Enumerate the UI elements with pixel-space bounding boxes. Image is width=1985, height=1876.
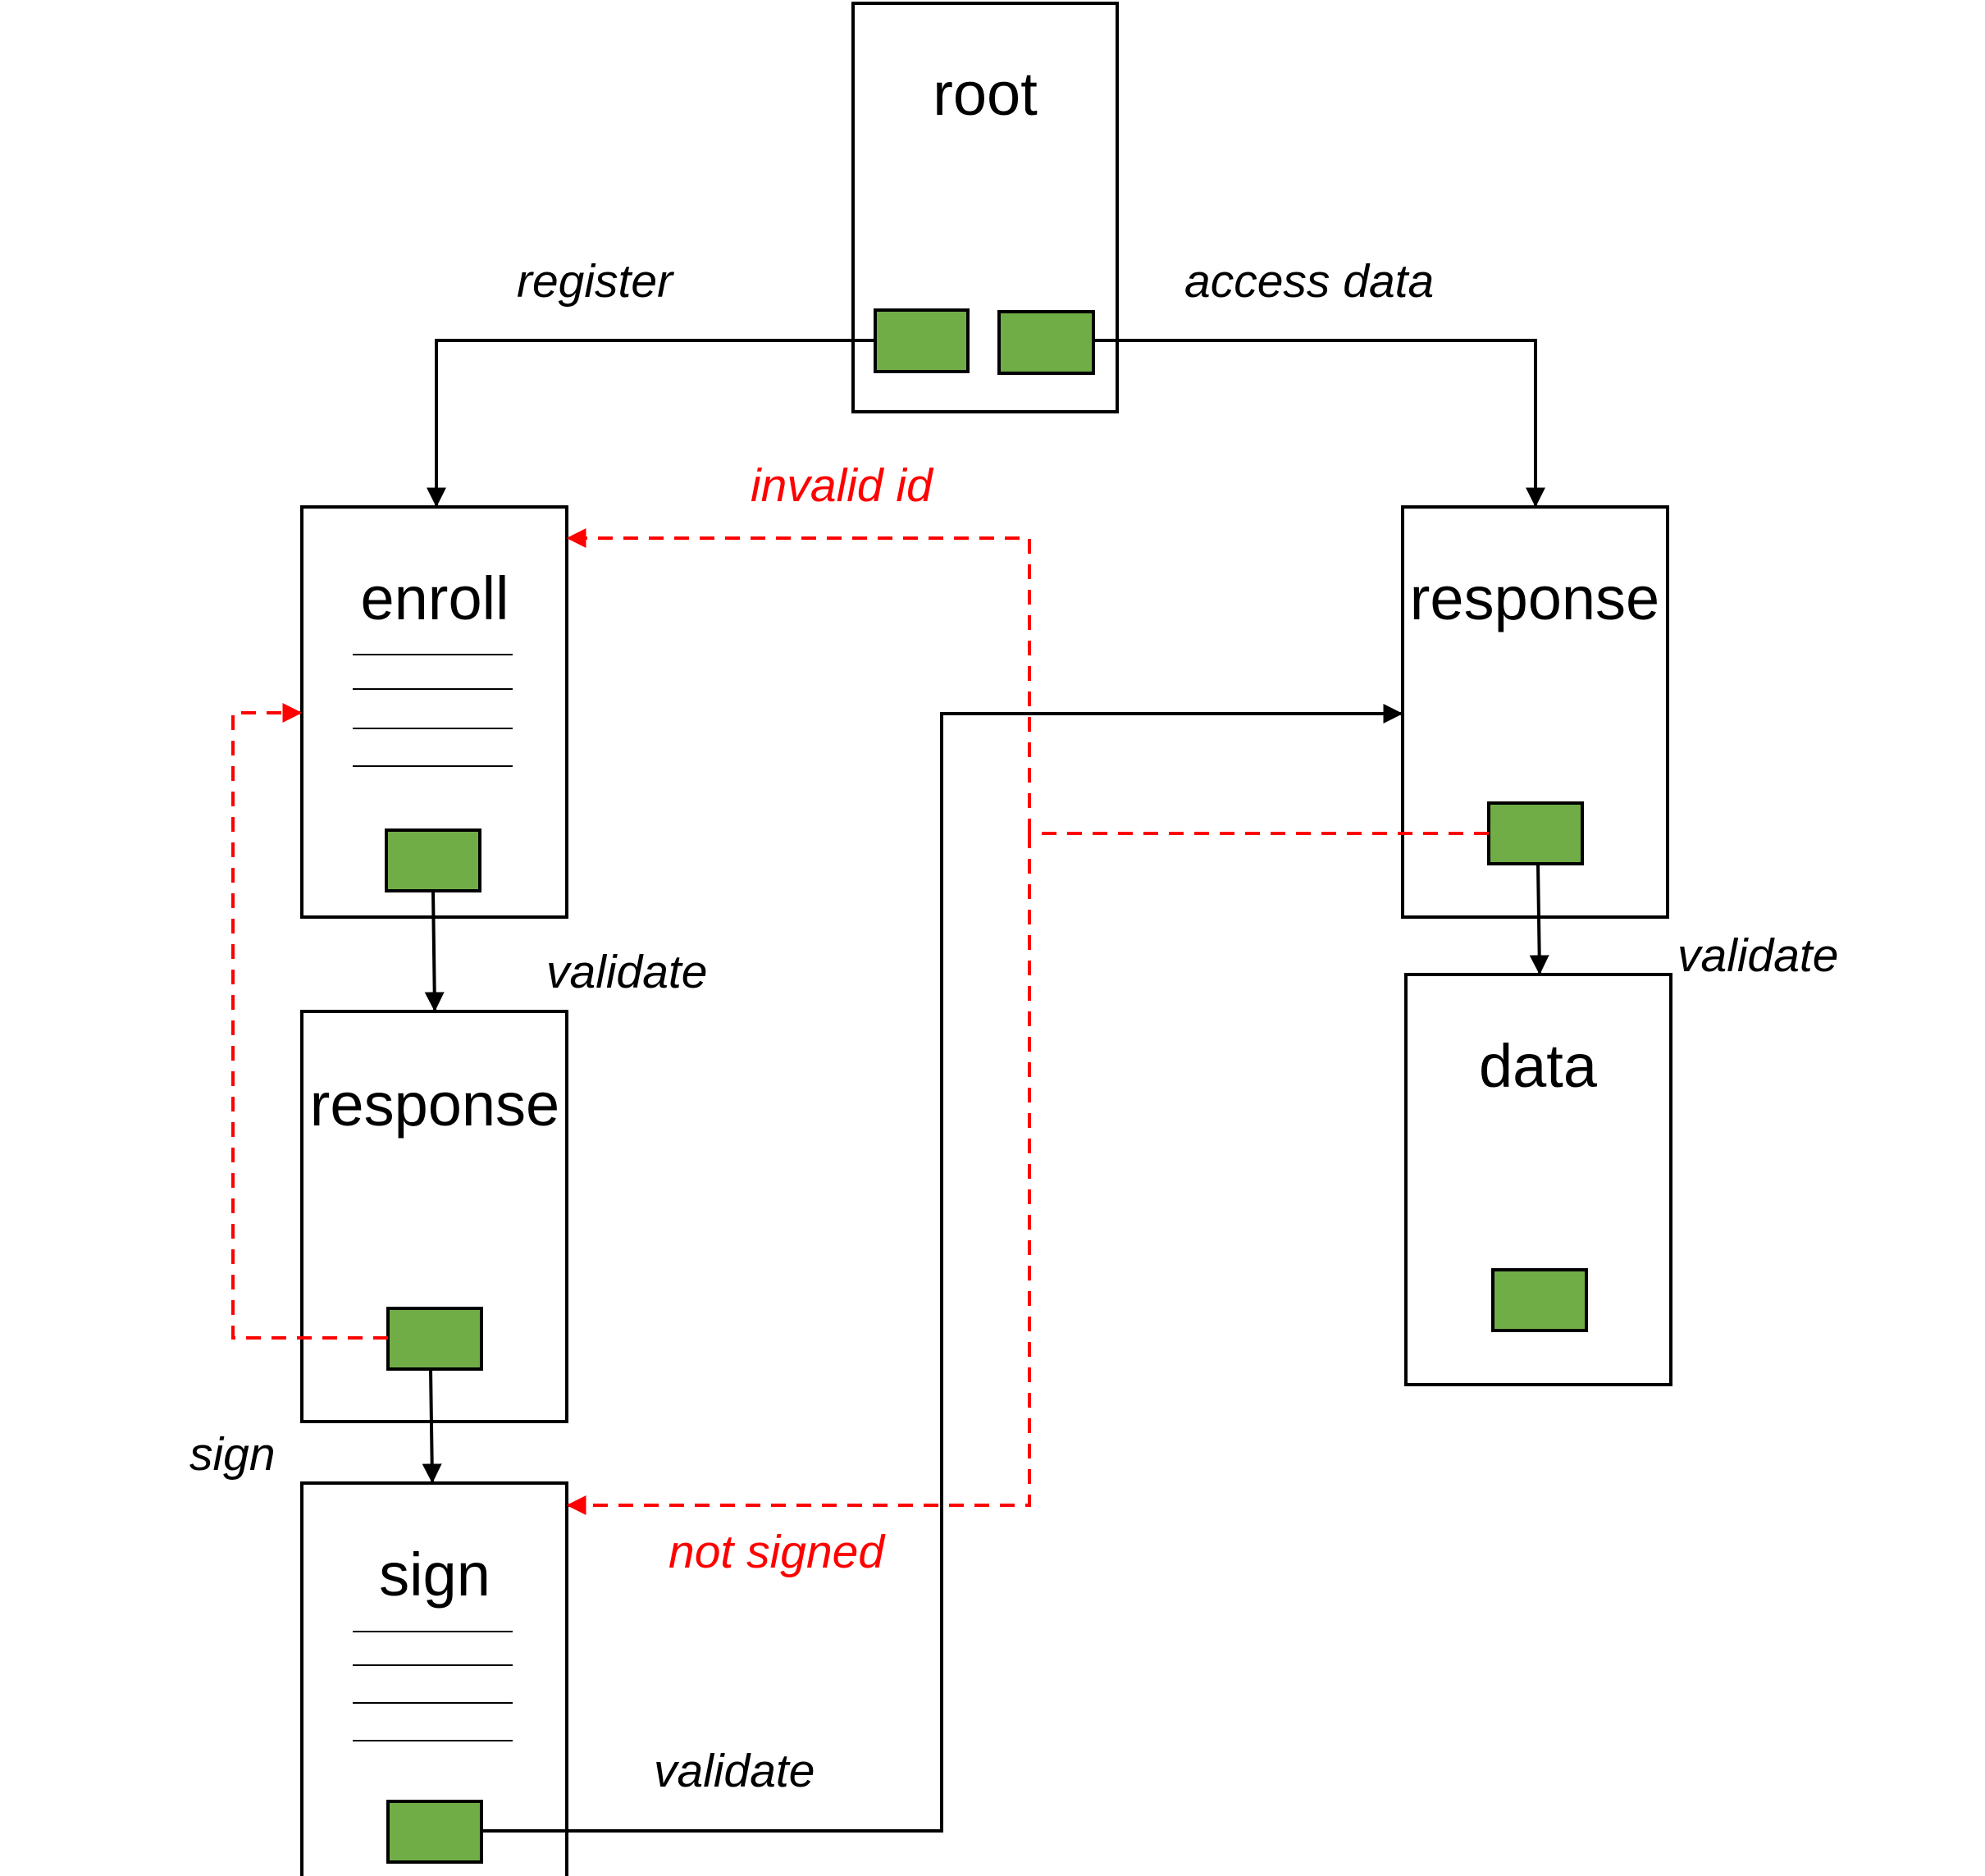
invalid-id-label: invalid id <box>751 459 934 512</box>
node-enroll: enroll <box>300 505 568 919</box>
root-title: root <box>933 60 1038 128</box>
sign-title: sign <box>379 1541 491 1609</box>
sign-edge <box>422 1368 442 1484</box>
response-right-port <box>1487 801 1584 865</box>
node-data: data <box>1404 973 1672 1386</box>
enroll-port <box>385 828 481 892</box>
not-signed-label: not signed <box>669 1526 886 1578</box>
invalid-id-edge <box>566 528 1031 833</box>
sign-label: sign <box>189 1428 276 1481</box>
node-response-left: response <box>300 1010 568 1423</box>
register-label: register <box>517 255 674 308</box>
validate-response-edge <box>1529 863 1549 975</box>
data-port <box>1491 1268 1588 1332</box>
data-title: data <box>1479 1032 1598 1100</box>
validate-response-label: validate <box>1677 929 1838 982</box>
register-edge <box>427 339 875 508</box>
validate-sign-edge <box>481 704 1403 1833</box>
response-right-title: response <box>1410 564 1659 632</box>
validate-enroll-label: validate <box>546 946 707 998</box>
access-data-edge <box>1093 339 1545 508</box>
enroll-title: enroll <box>361 564 509 632</box>
retry-enroll-edge <box>231 703 388 1340</box>
access-data-label: access data <box>1184 255 1434 308</box>
node-root: root <box>851 2 1119 413</box>
response-left-title: response <box>310 1070 559 1139</box>
node-response-right: response <box>1401 505 1669 919</box>
access-data-port <box>997 310 1095 375</box>
validate-sign-label: validate <box>654 1745 815 1797</box>
node-sign: sign <box>300 1481 568 1876</box>
validate-enroll-edge <box>424 890 445 1012</box>
response-left-port <box>386 1307 483 1371</box>
register-port <box>874 308 970 373</box>
sign-port <box>386 1800 483 1864</box>
not-signed-edge <box>566 833 1031 1515</box>
